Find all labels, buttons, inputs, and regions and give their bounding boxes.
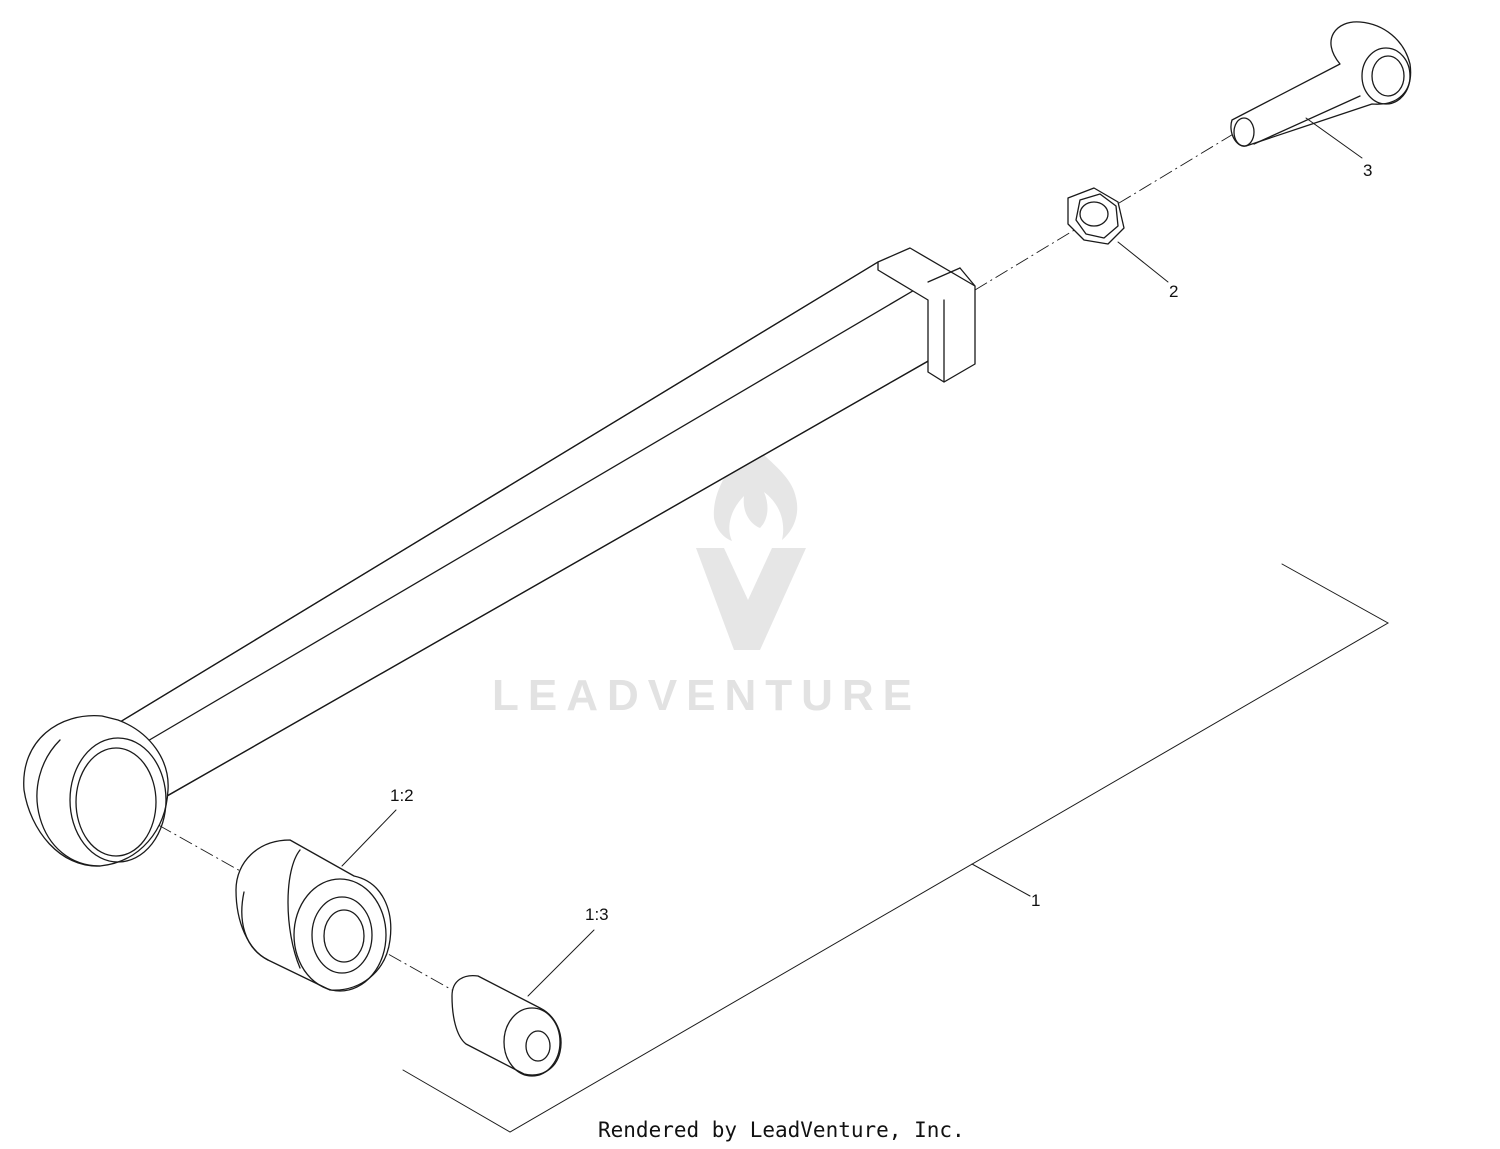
jam-nut	[1067, 187, 1125, 245]
leader-line-1	[971, 863, 1031, 897]
spacer-sleeve	[451, 974, 562, 1077]
rod-end	[1230, 21, 1412, 147]
watermark-v-mark-icon	[696, 548, 806, 650]
eye-ring	[23, 715, 169, 867]
link-tube	[109, 261, 945, 801]
callout-2: 2	[1169, 282, 1178, 301]
leader-line-3	[1305, 117, 1363, 159]
footer-credit: Rendered by LeadVenture, Inc.	[598, 1118, 965, 1142]
assembly-bracket	[402, 563, 1390, 1133]
callout-1-3: 1:3	[585, 905, 609, 924]
watermark-logo: LEADVENTURE	[492, 440, 921, 720]
leader-line-1-2	[341, 809, 397, 867]
bushing-flanged	[235, 839, 392, 992]
leader-line-2	[1117, 241, 1169, 283]
tube-end-cap	[877, 247, 976, 383]
callout-3: 3	[1363, 161, 1372, 180]
callout-1-2: 1:2	[390, 786, 414, 805]
watermark-text: LEADVENTURE	[492, 671, 921, 720]
leader-line-1-3	[527, 929, 595, 997]
callout-1: 1	[1031, 891, 1040, 910]
